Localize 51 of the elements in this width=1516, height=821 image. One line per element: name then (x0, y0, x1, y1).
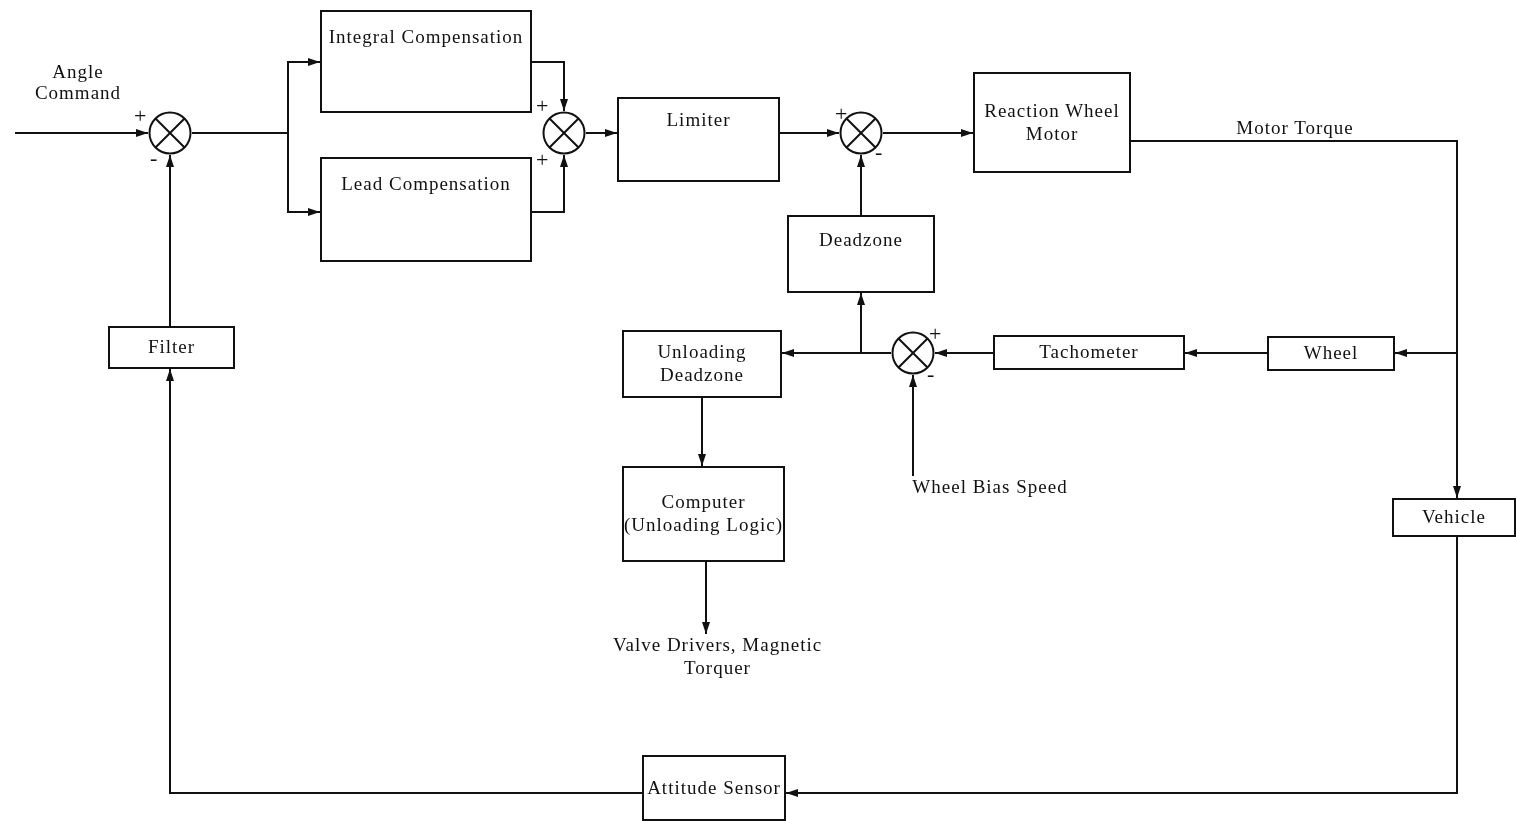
block-label: Wheel (1303, 342, 1359, 365)
signal-arrow (191, 132, 321, 216)
block-label: Attitude Sensor (647, 776, 781, 800)
block-label: Tachometer (1039, 341, 1139, 364)
signal-arrow (785, 536, 1458, 797)
signal-label: Valve Drivers, Magnetic Torquer (611, 634, 824, 680)
block-box (973, 72, 1131, 173)
sign-label: + (134, 105, 147, 127)
signal-arrow (14, 129, 149, 137)
signal-arrow (702, 561, 710, 635)
block-box (642, 755, 786, 821)
signal-arrow (531, 154, 568, 213)
signal-arrow (585, 129, 618, 137)
block-box (320, 157, 532, 262)
sign-label: - (150, 147, 158, 169)
sign-label: + (835, 103, 848, 125)
signal-arrow (779, 129, 840, 137)
block-box (108, 326, 235, 369)
block-label: Filter (147, 336, 196, 359)
block-box (993, 335, 1185, 370)
signal-arrow (531, 61, 568, 112)
block-label: Integral Compensation (328, 26, 524, 49)
block-label: Computer (Unloading Logic) (624, 491, 783, 537)
block-label: Deadzone (819, 229, 903, 252)
signal-arrow (166, 154, 174, 327)
block-box (787, 215, 935, 293)
signal-arrow (909, 374, 917, 477)
block-label: Vehicle (1422, 506, 1486, 529)
block-box (622, 466, 785, 562)
block-box (320, 10, 532, 113)
sign-label: + (536, 149, 549, 171)
block-label: Limiter (666, 109, 731, 132)
sign-label: - (875, 141, 883, 163)
signal-arrow (882, 129, 974, 137)
block-box (622, 330, 782, 398)
sign-label: + (929, 323, 942, 345)
block-label: Reaction Wheel Motor (983, 99, 1121, 146)
signal-arrow (934, 349, 994, 357)
signal-arrow (698, 397, 706, 467)
signal-arrow (857, 292, 892, 354)
block-box (1392, 498, 1516, 537)
block-box (617, 97, 780, 182)
block-label: Lead Compensation (341, 173, 511, 196)
block-box (1267, 336, 1395, 371)
signal-arrow (166, 368, 643, 794)
block-label: Unloading Deadzone (656, 341, 748, 387)
signal-arrow (1184, 349, 1268, 357)
signal-arrow (857, 154, 865, 216)
signal-label: Wheel Bias Speed (912, 476, 1068, 499)
sign-label: - (927, 363, 935, 385)
sign-label: + (536, 95, 549, 117)
